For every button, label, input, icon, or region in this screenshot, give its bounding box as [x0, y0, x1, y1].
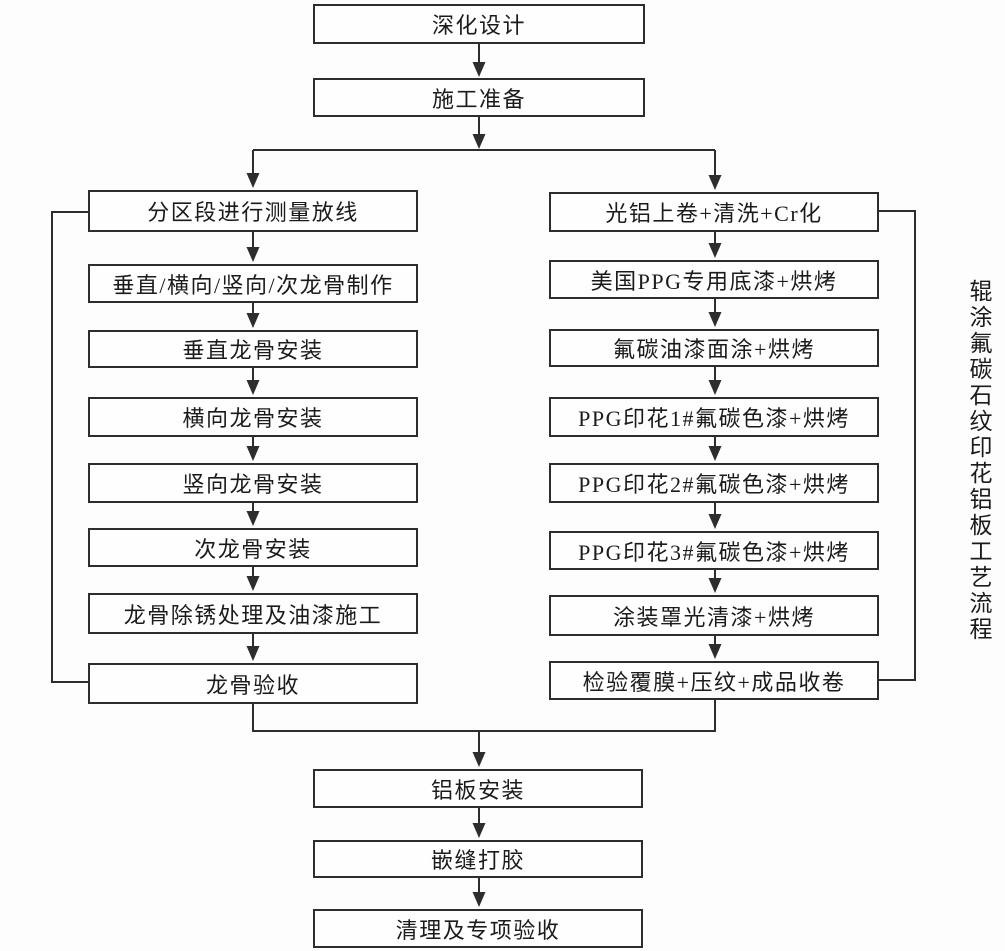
node-aluminum-panel-installation: 铝板安装	[313, 769, 643, 808]
side-title: 辊涂氟碳石纹印花铝板工艺流程	[966, 279, 991, 643]
node-secondary-keel-installation: 次龙骨安装	[88, 528, 418, 567]
node-upright-keel-installation: 竖向龙骨安装	[88, 463, 418, 503]
node-ppg-print-3-baking: PPG印花3#氟碳色漆+烘烤	[549, 531, 879, 570]
node-ppg-print-2-baking: PPG印花2#氟碳色漆+烘烤	[549, 463, 879, 503]
node-construction-preparation: 施工准备	[313, 78, 645, 117]
node-inspection-lamination-rewinding: 检验覆膜+压纹+成品收卷	[549, 661, 879, 700]
node-deepening-design: 深化设计	[313, 4, 645, 44]
connector-lines	[51, 44, 916, 894]
node-fluorocarbon-topcoat-baking: 氟碳油漆面涂+烘烤	[549, 329, 879, 367]
node-cleaning-special-acceptance: 清理及专项验收	[313, 909, 643, 948]
node-ppg-primer-baking: 美国PPG专用底漆+烘烤	[549, 260, 879, 299]
node-sectional-survey-layout: 分区段进行测量放线	[88, 190, 418, 232]
node-aluminum-coil-cleaning-cr: 光铝上卷+清洗+Cr化	[549, 192, 879, 232]
node-keel-acceptance: 龙骨验收	[88, 663, 418, 704]
node-horizontal-keel-installation: 横向龙骨安装	[88, 397, 418, 437]
node-keel-fabrication: 垂直/横向/竖向/次龙骨制作	[88, 264, 418, 303]
node-vertical-keel-installation: 垂直龙骨安装	[88, 330, 418, 368]
arrowheads	[246, 62, 722, 907]
node-seam-caulking: 嵌缝打胶	[313, 840, 643, 878]
node-clear-coat-baking: 涂装罩光清漆+烘烤	[549, 595, 879, 636]
node-keel-derusting-painting: 龙骨除锈处理及油漆施工	[88, 593, 418, 634]
node-ppg-print-1-baking: PPG印花1#氟碳色漆+烘烤	[549, 397, 879, 437]
